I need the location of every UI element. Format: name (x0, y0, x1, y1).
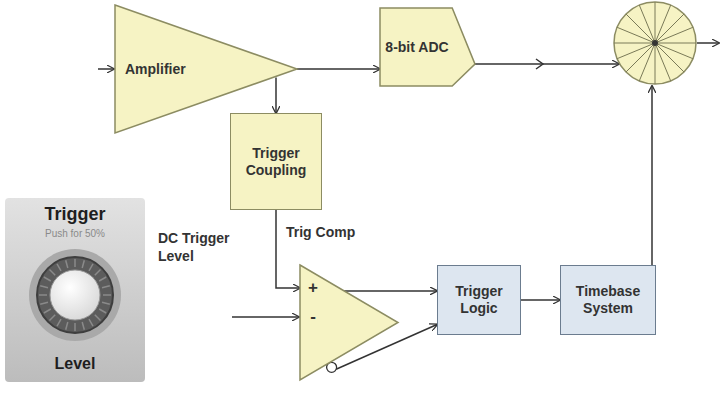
wheel-spoke (655, 14, 684, 43)
node-text: Push for 50% (5, 228, 145, 240)
knob-grip (89, 319, 93, 326)
wheel-spoke (639, 5, 655, 43)
trigger-knob-panel-outline (5, 198, 145, 382)
knob-ring (37, 257, 113, 333)
wheel-spoke (655, 2, 656, 43)
trigger-knob-panel: TriggerPush for 50% Level (5, 198, 145, 382)
node-text: Amplifier (125, 61, 225, 78)
adc-block: 8-bit ADC (380, 8, 475, 86)
adc-fill (380, 8, 475, 86)
trigger-logic-box: Trigger Logic (437, 265, 521, 335)
knob-grip (44, 277, 51, 281)
wheel-spoke (655, 43, 671, 81)
wheel-spoke (626, 14, 655, 43)
knob-grip (44, 309, 51, 313)
knob-grip (95, 270, 101, 276)
input-wire (98, 68, 114, 70)
signal-connector (344, 290, 437, 292)
node-text: Timebase System (566, 283, 650, 317)
knob-grip (74, 323, 76, 331)
wheel-spoke (614, 43, 655, 44)
knob-grip (102, 286, 110, 288)
node-text: Trigger Logic (443, 283, 515, 317)
knob-grip (74, 259, 76, 267)
timebase-box: Timebase System (560, 265, 656, 335)
flow-chevron (536, 59, 543, 69)
knob-grip (39, 294, 47, 296)
node-text: - (305, 307, 321, 327)
knob-grip (57, 319, 61, 326)
knob-grip (66, 322, 68, 330)
node-text: Level (5, 354, 145, 373)
comparator-triangle: +- (300, 265, 398, 380)
signal-connector (521, 299, 560, 301)
knob-grip (89, 264, 93, 271)
knob-grip (99, 277, 106, 281)
signal-connector (276, 210, 300, 288)
display-wheel (614, 2, 696, 84)
display-output-wire (697, 42, 719, 44)
signal-label: DC Trigger Level (158, 230, 250, 265)
knob-grip (102, 302, 110, 304)
knob-grip (82, 260, 84, 268)
wheel-spoke (617, 43, 655, 59)
knob-cap (50, 270, 100, 320)
wheel-spoke (655, 43, 696, 44)
knob-grip (66, 260, 68, 268)
knob-grip (99, 309, 106, 313)
knob-grip (103, 294, 111, 296)
dc-level-wire (232, 316, 299, 318)
knob-grip (50, 315, 56, 321)
knob-grip (57, 264, 61, 271)
node-text: Trigger Coupling (236, 145, 316, 179)
wheel-spoke (655, 27, 693, 43)
adc-output-wire (475, 63, 619, 65)
trigger-coupling-box: Trigger Coupling (230, 113, 322, 210)
knob-grip (40, 286, 48, 288)
knob-grip (40, 302, 48, 304)
signal-connector (297, 68, 380, 70)
timebase-wire (651, 86, 653, 265)
wheel-spoke (655, 43, 684, 72)
signal-label: Trig Comp (286, 224, 386, 242)
wheel-spoke (626, 43, 655, 72)
wheel-spoke (655, 43, 656, 84)
triangle-fill (300, 265, 398, 380)
knob-bezel (29, 249, 121, 341)
panel-ground (5, 198, 145, 382)
node-text: 8-bit ADC (384, 39, 450, 56)
knob-grip (95, 315, 101, 321)
node-text: + (305, 278, 321, 298)
node-text: Trigger (5, 204, 145, 226)
signal-connector (275, 77, 277, 113)
knob-grip (82, 322, 84, 330)
knob-grip (50, 270, 56, 276)
